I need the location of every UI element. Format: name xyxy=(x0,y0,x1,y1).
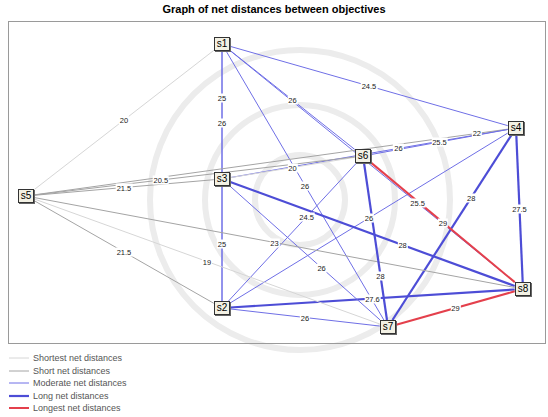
distance-line xyxy=(230,309,379,326)
distance-label: 21.5 xyxy=(116,248,133,257)
distance-label: 26 xyxy=(393,144,403,153)
distance-line xyxy=(34,129,507,195)
legend-text: Moderate net distances xyxy=(33,378,127,388)
distance-line xyxy=(371,163,514,282)
distance-line xyxy=(364,163,387,320)
distance-line xyxy=(34,198,514,288)
distance-label: 26 xyxy=(287,96,297,105)
distance-label: 27.6 xyxy=(364,294,381,303)
objective-box: s2 xyxy=(214,301,231,315)
legend-line-sample xyxy=(8,379,30,387)
objective-box: s5 xyxy=(18,189,35,203)
distance-label: 23 xyxy=(269,238,279,247)
distance-line xyxy=(34,50,213,189)
distance-label: 27.5 xyxy=(511,204,528,213)
distance-label: 20 xyxy=(287,163,297,172)
objective-name: s7 xyxy=(383,321,394,333)
objective-box: s3 xyxy=(214,172,231,186)
distance-label: 24.5 xyxy=(298,212,315,221)
distance-label: 19 xyxy=(202,257,212,266)
objective-box: s6 xyxy=(355,149,372,163)
distance-label: 26 xyxy=(316,263,326,272)
distance-line xyxy=(34,157,354,195)
distance-line xyxy=(34,201,213,304)
distance-line xyxy=(230,133,507,303)
distance-line xyxy=(230,157,354,177)
distance-label: 25 xyxy=(217,239,227,248)
distance-line xyxy=(371,130,507,155)
legend-row: Short net distances xyxy=(8,365,127,378)
legend: Shortest net distancesShort net distance… xyxy=(8,352,127,415)
distance-line xyxy=(34,199,379,324)
distance-line xyxy=(34,180,213,196)
objective-box: s1 xyxy=(214,37,231,51)
objective-name: s8 xyxy=(518,283,529,295)
distance-label: 20.5 xyxy=(152,176,169,185)
legend-line-sample xyxy=(8,392,30,400)
distance-label: 29 xyxy=(438,218,448,227)
legend-text: Shortest net distances xyxy=(33,353,122,363)
distance-label: 24.5 xyxy=(361,82,378,91)
distance-label: 28 xyxy=(466,193,476,202)
distance-line xyxy=(230,129,507,177)
distance-label: 22 xyxy=(472,129,482,138)
chart-title: Graph of net distances between objective… xyxy=(0,3,548,15)
distance-label: 26 xyxy=(300,313,310,322)
distance-label: 28 xyxy=(375,271,385,280)
distance-line xyxy=(228,163,356,301)
objective-name: s6 xyxy=(358,150,369,162)
watermark xyxy=(150,50,450,350)
distance-label: 26 xyxy=(364,214,374,223)
legend-row: Shortest net distances xyxy=(8,352,127,365)
legend-row: Long net distances xyxy=(8,390,127,403)
distance-line xyxy=(226,51,384,320)
distance-label: 28 xyxy=(397,241,407,250)
distance-label: 25.5 xyxy=(409,199,426,208)
distance-line xyxy=(222,51,223,172)
legend-line-sample xyxy=(8,367,30,375)
objective-name: s1 xyxy=(217,38,228,50)
distance-label: 20 xyxy=(119,116,129,125)
distance-label: 25.5 xyxy=(431,138,448,147)
legend-line-sample xyxy=(8,354,30,362)
distance-line xyxy=(230,186,380,320)
legend-text: Short net distances xyxy=(33,366,110,376)
plot-border xyxy=(9,22,546,344)
distance-line xyxy=(230,290,514,308)
objective-name: s4 xyxy=(511,122,522,134)
legend-text: Longest net distances xyxy=(33,403,121,413)
objective-name: s2 xyxy=(217,302,228,314)
distance-line xyxy=(393,135,512,320)
distance-label: 29 xyxy=(450,304,460,313)
distance-line xyxy=(230,46,507,125)
objective-box: s4 xyxy=(508,121,525,135)
objective-box: s7 xyxy=(380,320,397,334)
legend-line-sample xyxy=(8,404,30,412)
distance-line xyxy=(230,182,514,286)
objective-name: s5 xyxy=(21,190,32,202)
distance-label: 26 xyxy=(217,119,227,128)
legend-text: Long net distances xyxy=(33,391,109,401)
distance-label: 25 xyxy=(217,94,227,103)
distance-label: 26 xyxy=(300,181,310,190)
objective-name: s3 xyxy=(217,173,228,185)
legend-row: Longest net distances xyxy=(8,402,127,415)
distance-line xyxy=(396,291,514,324)
distance-label: 21.5 xyxy=(116,183,133,192)
objective-box: s8 xyxy=(515,282,532,296)
legend-row: Moderate net distances xyxy=(8,377,127,390)
